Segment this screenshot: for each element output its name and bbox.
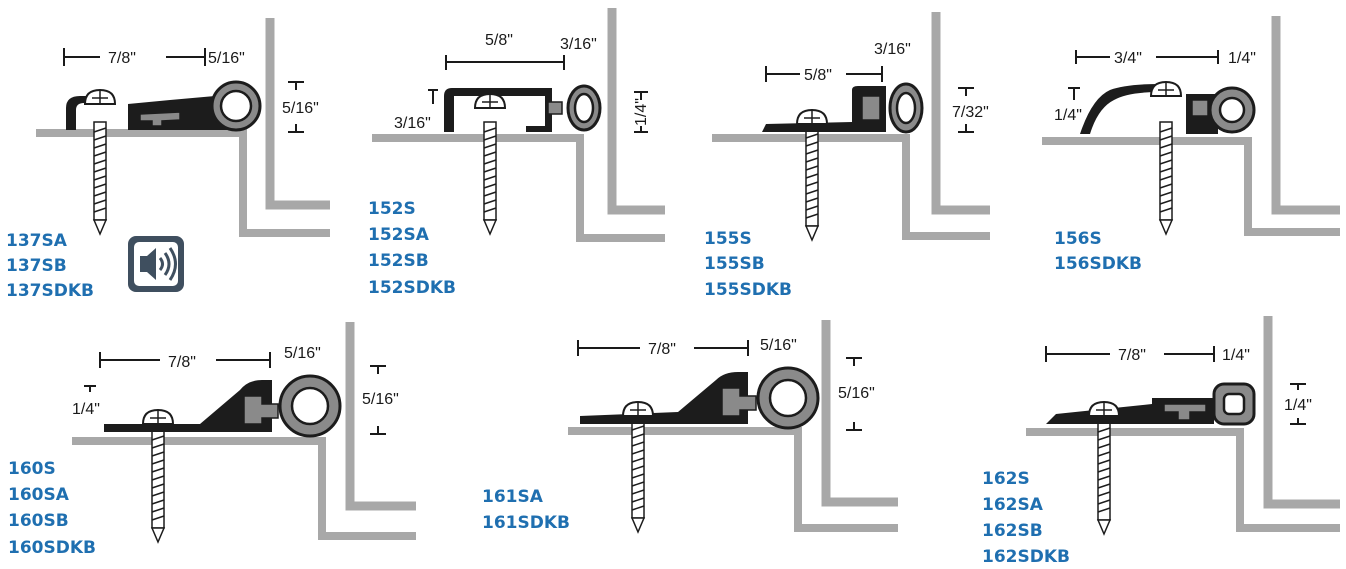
model-label: 152S (368, 199, 416, 219)
screw-icon (631, 419, 645, 533)
seal-body (104, 380, 272, 432)
door-frame (372, 134, 665, 242)
door-stop-wall (607, 8, 665, 215)
dim-width: 3/4" (1114, 50, 1142, 67)
dim-width: 7/8" (108, 50, 136, 67)
dim-thickness: 1/4" (72, 401, 100, 418)
door-stop-wall (265, 18, 330, 210)
dim-bulb: 5/16" (760, 337, 797, 354)
model-label: 137SA (6, 231, 68, 251)
model-label: 160SDKB (8, 538, 96, 558)
door-frame (712, 134, 990, 240)
door-stop-wall (345, 322, 416, 511)
door-frame (1026, 428, 1340, 532)
door-frame (1042, 137, 1340, 236)
profile-152: 5/8" 3/16" 3/16" 1/4" 152S 152SA 152SB 1… (368, 8, 665, 298)
model-label: 152SDKB (368, 278, 456, 298)
seal-body (762, 86, 886, 132)
dim-width: 5/8" (485, 32, 513, 49)
dim-height: 1/4" (1284, 397, 1312, 414)
model-label: 155SDKB (704, 280, 792, 300)
seal-body (580, 372, 748, 424)
profile-137: 7/8" 5/16" 5/16" 137SA 137SB 137SDKB (6, 18, 330, 301)
screw-icon (483, 121, 497, 235)
model-label: 162SDKB (982, 547, 1070, 567)
model-label: 162S (982, 469, 1030, 489)
dim-width: 5/8" (804, 67, 832, 84)
model-label: 160SB (8, 511, 69, 531)
door-stop-wall (931, 12, 990, 215)
dim-height: 1/4" (1054, 107, 1082, 124)
door-frame (568, 427, 898, 532)
model-label: 155SB (704, 254, 765, 274)
model-label: 160SA (8, 485, 70, 505)
door-stop-wall (821, 320, 898, 507)
dim-bulb: 3/16" (560, 36, 597, 53)
dim-height: 5/16" (838, 385, 875, 402)
model-label: 162SA (982, 495, 1044, 515)
screw-icon (1159, 121, 1173, 235)
model-label: 152SB (368, 251, 429, 271)
seal-insert (139, 111, 181, 127)
model-label: 161SDKB (482, 513, 570, 533)
model-label: 156S (1054, 229, 1102, 249)
profile-161: 7/8" 5/16" 5/16" 161SA 161SDKB (482, 320, 898, 533)
model-label: 137SB (6, 256, 67, 276)
dim-bulb: 5/16" (284, 345, 321, 362)
model-label: 161SA (482, 487, 544, 507)
door-stop-wall (1271, 16, 1340, 215)
dim-bulb: 1/4" (1228, 50, 1256, 67)
dim-bulb: 1/4" (1222, 347, 1250, 364)
screw-icon (805, 127, 819, 241)
profile-155: 5/8" 3/16" 7/32" 155S 155SB 155SDKB (704, 12, 990, 300)
seal-body (444, 88, 552, 132)
model-label: 152SA (368, 225, 430, 245)
door-frame (36, 129, 330, 237)
dim-height: 7/32" (952, 104, 989, 121)
dim-bulb: 3/16" (874, 41, 911, 58)
speaker-sound-icon[interactable] (128, 236, 184, 292)
profile-160: 7/8" 5/16" 5/16" 1/4" 160S 160SA 160SB 1… (8, 322, 416, 558)
dim-thickness: 3/16" (394, 115, 431, 132)
door-stop-wall (1263, 316, 1340, 509)
seal-body (1080, 84, 1218, 134)
dim-height: 5/16" (362, 391, 399, 408)
model-label: 137SDKB (6, 281, 94, 301)
screw-icon (93, 121, 107, 235)
dim-height: 1/4" (633, 98, 650, 126)
model-label: 156SDKB (1054, 254, 1142, 274)
model-label: 155S (704, 229, 752, 249)
door-frame (72, 437, 416, 540)
screw-icon (1097, 421, 1111, 535)
screw-icon (151, 429, 165, 543)
model-label: 162SB (982, 521, 1043, 541)
model-label: 160S (8, 459, 56, 479)
dim-height: 5/16" (282, 100, 319, 117)
profile-162: 7/8" 1/4" 1/4" 162S 162SA 162SB 162SDKB (982, 316, 1340, 567)
dim-width: 7/8" (168, 354, 196, 371)
dim-width: 7/8" (648, 341, 676, 358)
dim-width: 7/8" (1118, 347, 1146, 364)
dim-bulb: 5/16" (208, 50, 245, 67)
profile-156: 3/4" 1/4" 1/4" 156S 156SDKB (1042, 16, 1340, 274)
